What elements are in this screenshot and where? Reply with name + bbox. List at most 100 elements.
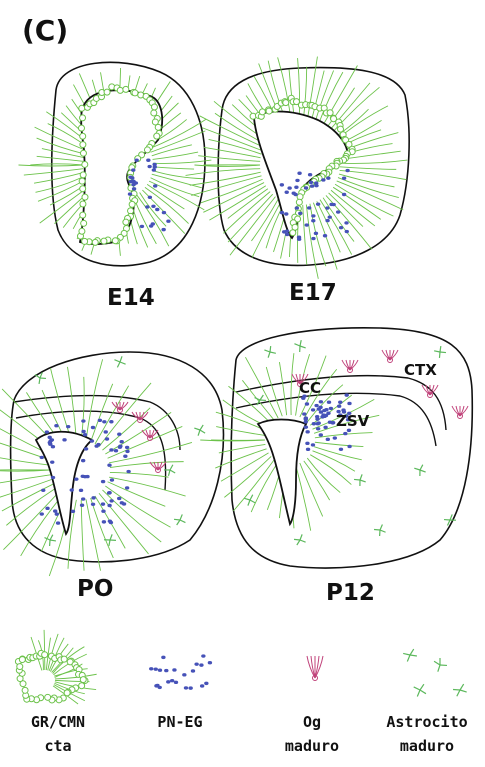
progenitor-cell — [151, 205, 155, 208]
oligodendrocyte-icon — [307, 656, 323, 681]
progenitor-cell — [62, 438, 66, 441]
progenitor-cell — [83, 475, 87, 478]
glia-cell-body — [104, 89, 110, 95]
astrocyte-process — [403, 653, 410, 655]
glia-cell-body — [61, 656, 67, 662]
progenitor-cell — [148, 196, 152, 199]
progenitor-cell — [182, 673, 186, 676]
progenitor-cell — [152, 163, 156, 166]
astrocyte-process — [439, 352, 440, 358]
progenitor-cell — [170, 679, 174, 682]
glia-cell-body — [151, 110, 157, 116]
progenitor-cell — [102, 520, 106, 523]
astrocyte-process — [407, 655, 410, 661]
progenitor-cell — [319, 433, 323, 436]
progenitor-cell — [55, 512, 59, 515]
progenitor-cell — [301, 397, 305, 400]
progenitor-cell — [101, 502, 105, 505]
progenitor-cell — [304, 418, 308, 421]
progenitor-cell — [149, 667, 153, 670]
progenitor-cell — [81, 419, 85, 422]
progenitor-cell — [347, 445, 351, 448]
glia-cell-body — [112, 238, 118, 244]
progenitor-cell — [110, 478, 114, 481]
progenitor-cell — [325, 219, 329, 222]
progenitor-cell — [188, 686, 192, 689]
progenitor-cell — [80, 504, 84, 507]
glia-cell-body — [80, 212, 86, 218]
progenitor-cell — [81, 497, 85, 500]
progenitor-cell — [309, 181, 313, 184]
progenitor-cell — [114, 449, 118, 452]
progenitor-cell — [295, 206, 299, 209]
astrocyte-process — [440, 346, 441, 352]
glia-cell-body — [80, 172, 86, 178]
glia-cell-body — [283, 100, 289, 106]
glia-cell-body — [101, 238, 107, 244]
glia-cell-body — [81, 220, 87, 226]
progenitor-cell — [155, 208, 159, 211]
progenitor-cell — [117, 497, 121, 500]
progenitor-cell — [48, 443, 52, 446]
progenitor-cell — [339, 448, 343, 451]
progenitor-cell — [323, 426, 327, 429]
progenitor-cell — [101, 510, 105, 513]
glia-cell-body — [155, 124, 161, 130]
progenitor-cell — [319, 400, 323, 403]
progenitor-cell — [292, 192, 296, 195]
progenitor-cell — [158, 686, 162, 689]
progenitor-cell — [91, 496, 95, 499]
progenitor-cell — [166, 680, 170, 683]
progenitor-cell — [305, 223, 309, 226]
legend-label-oligodendrocyte: Ogmaduro — [262, 710, 362, 758]
progenitor-cell — [321, 178, 325, 181]
progenitor-cell — [125, 446, 129, 449]
progenitor-cell — [172, 668, 176, 671]
progenitor-cell — [91, 503, 95, 506]
progenitor-cell — [53, 509, 57, 512]
astrocyte-process — [420, 690, 426, 694]
progenitor-cell — [164, 669, 168, 672]
progenitor-cell — [295, 179, 299, 182]
progenitor-cell — [200, 684, 204, 687]
progenitor-cell — [107, 491, 111, 494]
progenitor-cell — [40, 456, 44, 459]
progenitor-cell — [70, 488, 74, 491]
progenitor-cell — [45, 430, 49, 433]
glia-cell-body — [19, 657, 25, 663]
progenitor-cell — [154, 667, 158, 670]
progenitor-cell — [345, 169, 349, 172]
glia-cell-body — [17, 664, 23, 670]
progenitor-cell — [338, 401, 342, 404]
progenitor-cell — [328, 421, 332, 424]
progenitor-cell — [125, 486, 129, 489]
progenitor-cell — [311, 214, 315, 217]
progenitor-cell — [105, 437, 109, 440]
glia-cell-body — [82, 161, 88, 167]
progenitor-cell — [201, 654, 205, 657]
progenitor-cell — [81, 430, 85, 433]
progenitor-cell — [131, 168, 135, 171]
progenitor-cell — [305, 442, 309, 445]
astrocyte-process — [270, 346, 271, 352]
progenitor-cell — [123, 455, 127, 458]
progenitor-cell — [302, 412, 306, 415]
progenitor-cell — [316, 202, 320, 205]
progenitor-cell — [79, 489, 83, 492]
stage-label-e14: E14 — [107, 285, 155, 311]
glia-cell-body — [79, 178, 85, 184]
progenitor-cell — [98, 419, 102, 422]
progenitor-cell — [140, 225, 144, 228]
panel-letter: (C) — [22, 14, 68, 47]
progenitor-cell — [107, 504, 111, 507]
progenitor-cell — [134, 159, 138, 162]
glia-cell-body — [144, 147, 150, 153]
progenitor-cell — [298, 212, 302, 215]
progenitor-cell — [311, 408, 315, 411]
region-label-cc: CC — [299, 379, 321, 397]
progenitor-cell — [56, 521, 60, 524]
stage-label-p12: P12 — [326, 580, 375, 606]
radial-glia-icon — [15, 630, 96, 704]
progenitor-cell — [40, 512, 44, 515]
